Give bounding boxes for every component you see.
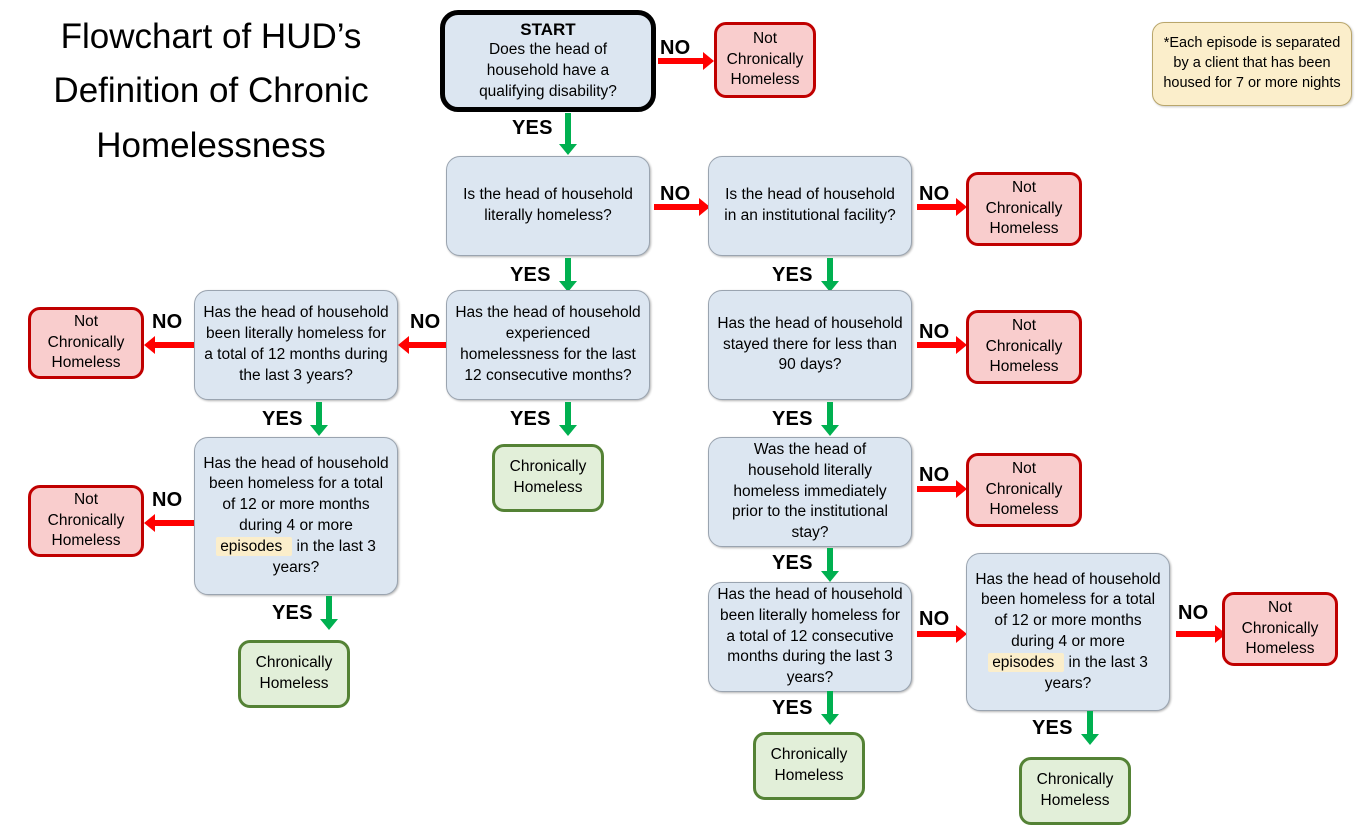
decision-less-than-90-days[interactable]: Has the head of household stayed there f… xyxy=(708,290,912,400)
arrow-no-12-consecutive xyxy=(398,336,448,354)
episode-footnote-text: *Each episode is separated by a client t… xyxy=(1163,35,1341,91)
decision-12-consecutive-last-3-years[interactable]: Has the head of household been literally… xyxy=(708,582,912,692)
arrow-yes-4-episodes-right xyxy=(1081,711,1099,745)
page-title: Flowchart of HUD’s Definition of Chronic… xyxy=(53,17,369,165)
edge-label-yes-literally-12-of-3yr: YES xyxy=(262,408,303,430)
decision-literally-12-months-3-years[interactable]: Has the head of household been literally… xyxy=(194,290,398,400)
decision-prior-to-institutional-stay[interactable]: Was the head of household literally home… xyxy=(708,437,912,547)
edge-label-no-4-episodes-left: NO xyxy=(152,489,183,511)
edge-label-yes-12-consecutive: YES xyxy=(510,408,551,430)
edge-label-no-institutional: NO xyxy=(919,183,950,205)
edge-label-no-4-episodes-right: NO xyxy=(1178,602,1209,624)
edge-label-yes-90-days: YES xyxy=(772,408,813,430)
decision-4-or-more-episodes-right[interactable]: Has the head of household been homeless … xyxy=(966,553,1170,711)
arrow-yes-literally-12-of-3yr xyxy=(310,402,328,436)
outcome-not-chronic-1: Not Chronically Homeless xyxy=(714,22,816,98)
arrow-no-institutional xyxy=(917,198,967,216)
arrow-yes-12-consecutive-3yr xyxy=(821,691,839,725)
edge-label-yes-prior-institutional: YES xyxy=(772,552,813,574)
outcome-chronic-1: Chronically Homeless xyxy=(492,444,604,512)
start-question: Does the head of household have a qualif… xyxy=(479,41,617,100)
arrow-yes-institutional xyxy=(821,258,839,292)
episode-footnote-box: *Each episode is separated by a client t… xyxy=(1152,22,1352,106)
arrow-no-4-episodes-right xyxy=(1176,625,1226,643)
edge-label-yes-institutional: YES xyxy=(772,264,813,286)
arrow-yes-12-consecutive xyxy=(559,402,577,436)
edge-label-no-literally-12-of-3yr: NO xyxy=(152,311,183,333)
decision-12-consecutive-months[interactable]: Has the head of household experienced ho… xyxy=(446,290,650,400)
outcome-not-chronic-7: Not Chronically Homeless xyxy=(1222,592,1338,666)
edge-label-yes-4-episodes-right: YES xyxy=(1032,717,1073,739)
arrow-no-literally-homeless xyxy=(654,198,710,216)
arrow-yes-4-episodes-left xyxy=(320,596,338,630)
outcome-chronic-4: Chronically Homeless xyxy=(1019,757,1131,825)
episodes-highlight-right: episodes xyxy=(988,652,1065,672)
arrow-no-literally-12-of-3yr xyxy=(144,336,194,354)
outcome-chronic-2: Chronically Homeless xyxy=(238,640,350,708)
episodes-pre-text-left: Has the head of household been homeless … xyxy=(203,454,389,534)
edge-label-no-90-days: NO xyxy=(919,321,950,343)
edge-label-no-12-consecutive: NO xyxy=(410,311,441,333)
arrow-no-90-days xyxy=(917,336,967,354)
arrow-yes-literally-homeless xyxy=(559,258,577,292)
arrow-no-4-episodes-left xyxy=(144,514,194,532)
episodes-post-text-left: in the last 3 years? xyxy=(272,537,376,576)
decision-literally-homeless[interactable]: Is the head of household literally homel… xyxy=(446,156,650,256)
edge-label-yes-start: YES xyxy=(512,117,553,139)
arrow-no-12-consecutive-3yr xyxy=(917,625,967,643)
episodes-post-text-right: in the last 3 years? xyxy=(1044,653,1148,692)
outcome-not-chronic-5: Not Chronically Homeless xyxy=(966,310,1082,384)
episodes-highlight-left: episodes xyxy=(216,536,293,556)
outcome-not-chronic-3: Not Chronically Homeless xyxy=(28,307,144,379)
outcome-chronic-3: Chronically Homeless xyxy=(753,732,865,800)
arrow-yes-prior-institutional xyxy=(821,548,839,582)
decision-4-or-more-episodes-left[interactable]: Has the head of household been homeless … xyxy=(194,437,398,595)
edge-label-yes-12-consecutive-3yr: YES xyxy=(772,697,813,719)
outcome-not-chronic-4: Not Chronically Homeless xyxy=(28,485,144,557)
edge-label-no-prior-institutional: NO xyxy=(919,464,950,486)
outcome-not-chronic-2: Not Chronically Homeless xyxy=(966,172,1082,246)
arrow-yes-start xyxy=(559,113,577,155)
start-heading: START xyxy=(520,20,576,40)
edge-label-yes-4-episodes-left: YES xyxy=(272,602,313,624)
outcome-not-chronic-6: Not Chronically Homeless xyxy=(966,453,1082,527)
edge-label-no-literally-homeless: NO xyxy=(660,183,691,205)
arrow-yes-90-days xyxy=(821,402,839,436)
start-node[interactable]: START Does the head of household have a … xyxy=(440,10,656,112)
arrow-no-start xyxy=(658,52,714,70)
episodes-pre-text-right: Has the head of household been homeless … xyxy=(975,570,1161,650)
edge-label-no-start: NO xyxy=(660,37,691,59)
arrow-no-prior-institutional xyxy=(917,480,967,498)
decision-institutional-facility[interactable]: Is the head of household in an instituti… xyxy=(708,156,912,256)
edge-label-no-12-consecutive-3yr: NO xyxy=(919,608,950,630)
edge-label-yes-literally-homeless: YES xyxy=(510,264,551,286)
